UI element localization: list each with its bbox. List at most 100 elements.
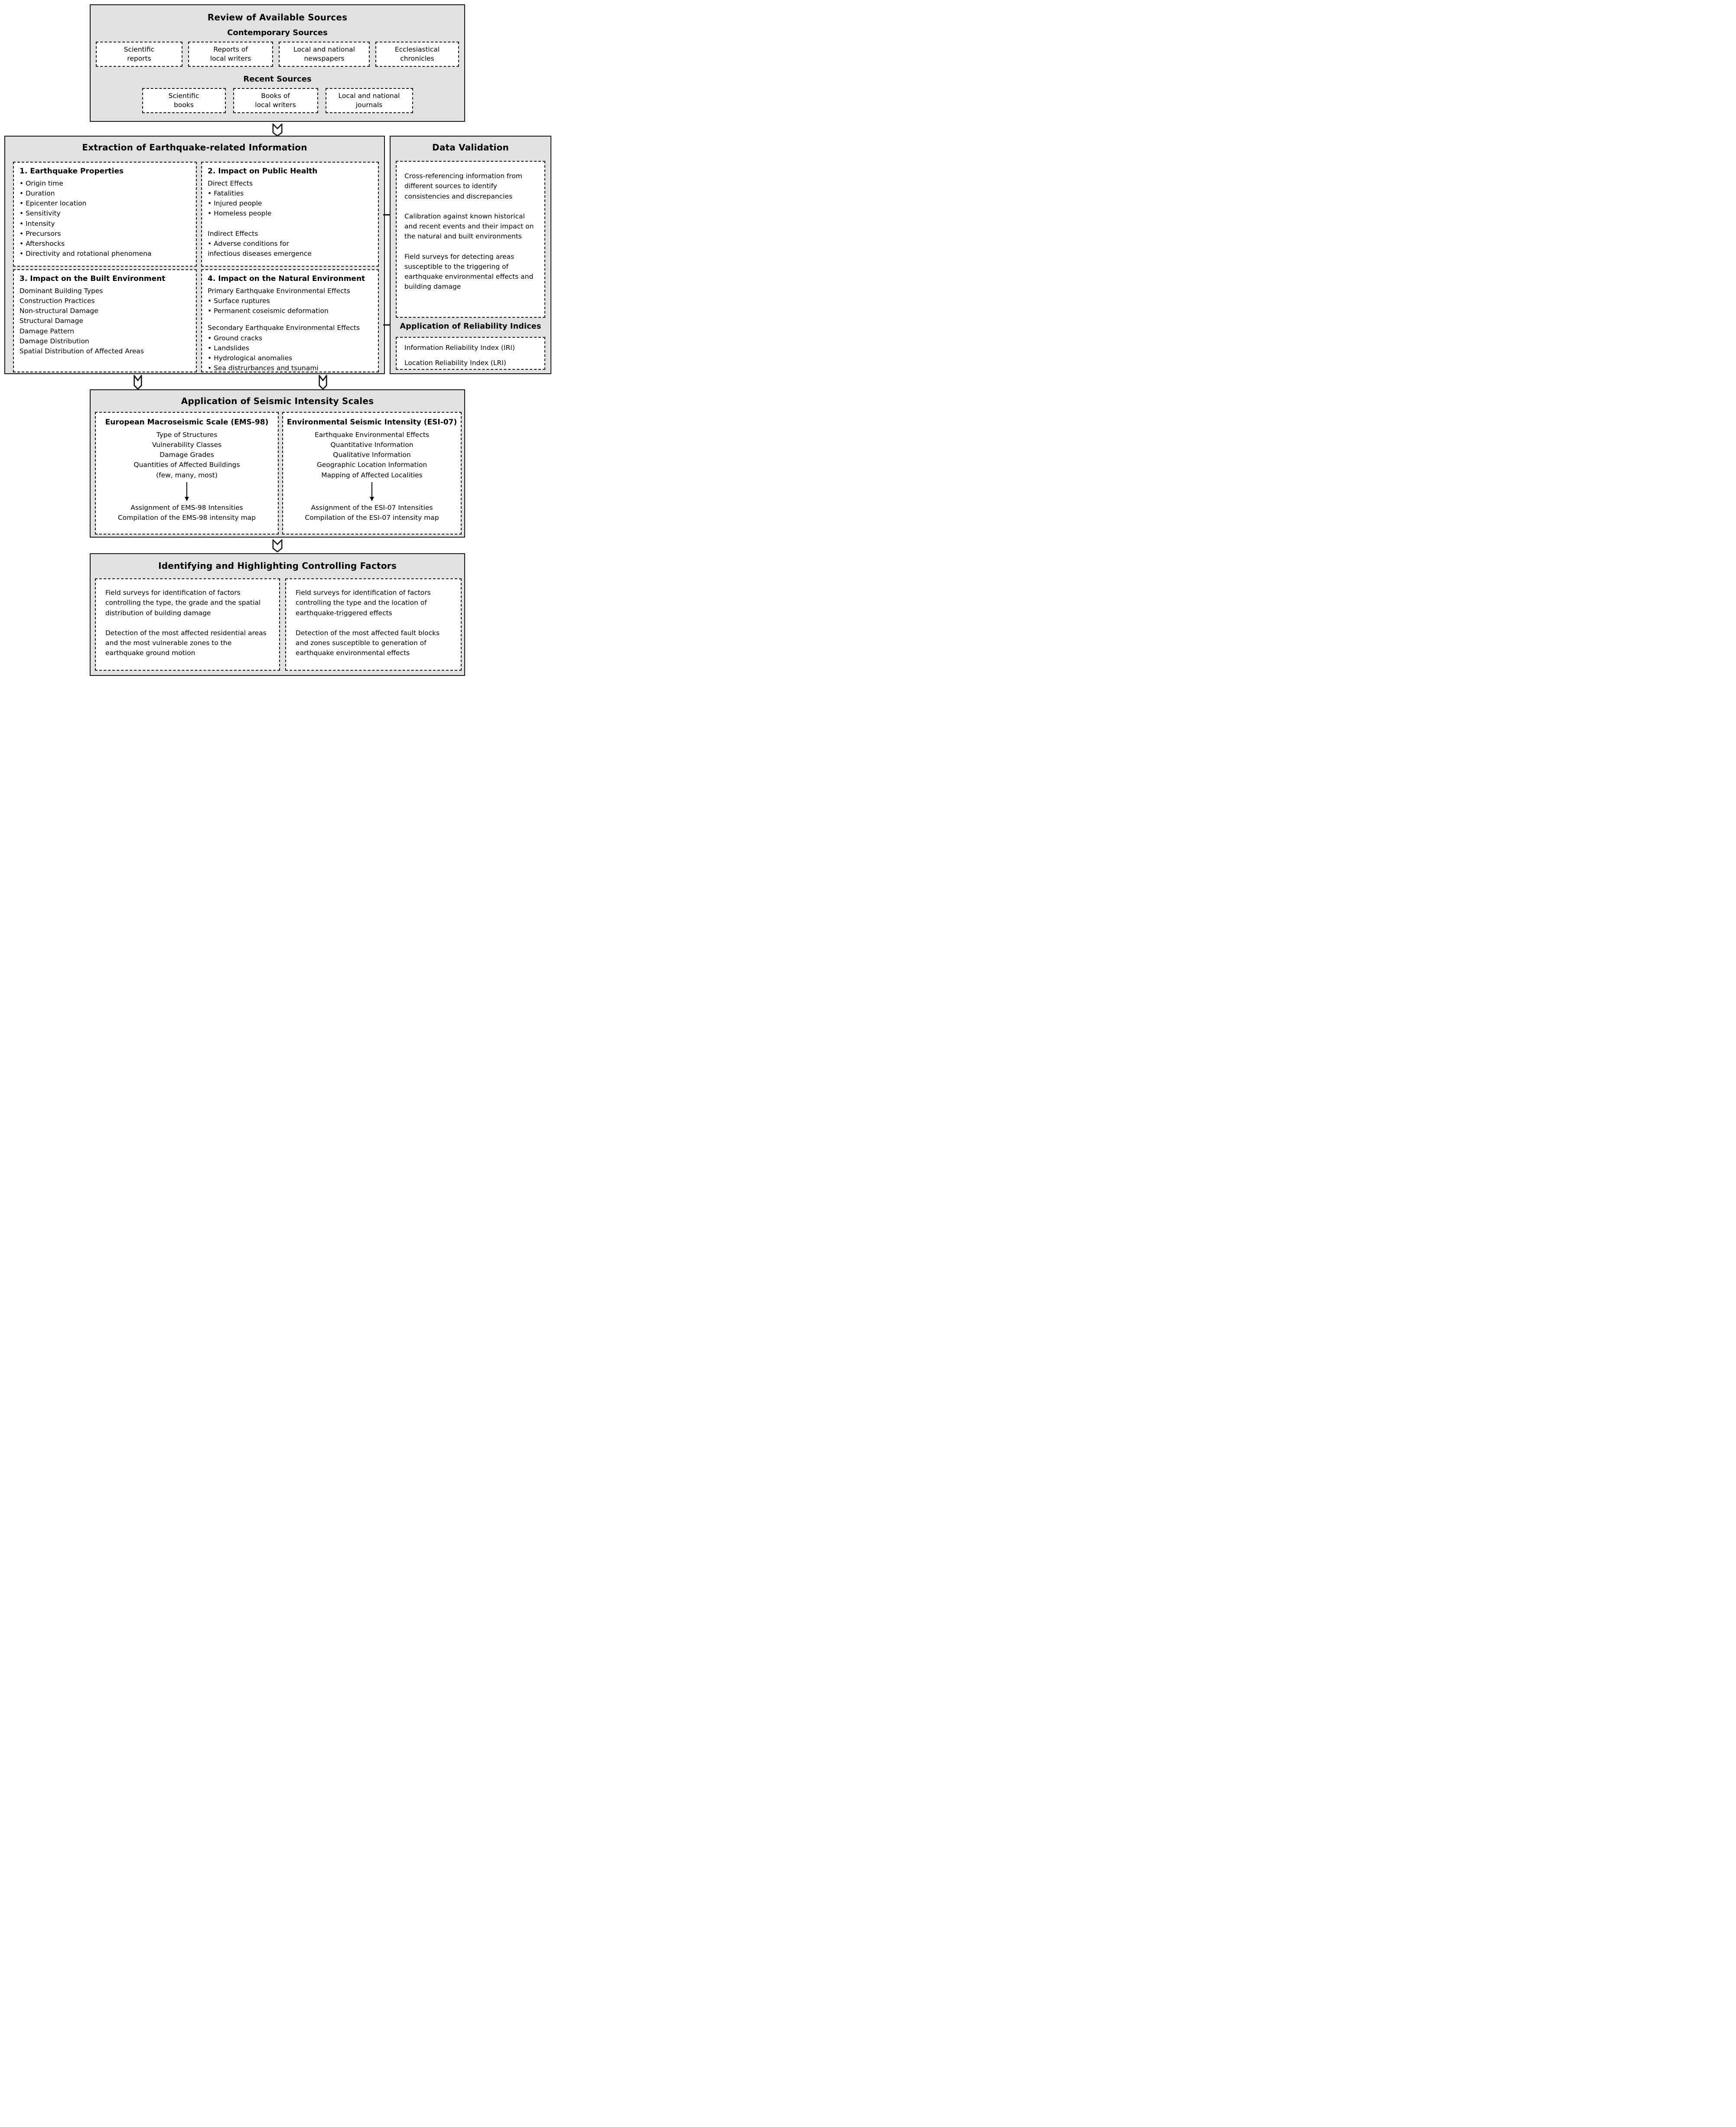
list-item: • Landslides [208, 344, 250, 352]
direct-effects-label: Direct Effects [208, 179, 253, 187]
earthquake-properties-box: 1. Earthquake Properties • Origin time •… [13, 162, 197, 267]
source-box-scientific-books: Scientific books [142, 88, 226, 113]
list-item: • Directivity and rotational phenomena [20, 250, 152, 258]
primary-effects-label: Primary Earthquake Environmental Effects [208, 287, 350, 295]
public-health-heading: 2. Impact on Public Health [208, 167, 318, 176]
data-validation-panel: Data Validation Cross-referencing inform… [390, 136, 551, 374]
source-box-scientific-reports: Scientific reports [96, 42, 182, 67]
list-item: • Sensitivity [20, 209, 61, 218]
list-item: Mapping of Affected Localities [321, 471, 423, 479]
recent-sources-row: Scientific books Books of local writers … [91, 88, 464, 113]
reliability-indices-title: Application of Reliability Indices [400, 322, 541, 331]
validation-paragraph: Calibration against known historical and… [404, 212, 534, 241]
chevron-down-arrow-icon [272, 124, 283, 137]
list-item: Compilation of the EMS-98 intensity map [117, 514, 256, 522]
list-item: Quantities of Affected Buildings [134, 461, 240, 469]
list-item: Non-structural Damage [20, 307, 98, 315]
list-item: • Precursors [20, 229, 61, 238]
recent-sources-heading: Recent Sources [243, 75, 312, 84]
list-item: • Ground cracks [208, 334, 262, 342]
data-validation-box: Cross-referencing information from diffe… [396, 161, 545, 318]
list-item: Compilation of the ESI-07 intensity map [305, 514, 439, 522]
chevron-down-arrow-icon [134, 375, 142, 390]
list-item: • Origin time [20, 179, 63, 187]
list-item: • Sea distrurbances and tsunami [208, 364, 319, 372]
intensity-scales-title: Application of Seismic Intensity Scales [181, 396, 374, 406]
lri-label: Location Reliability Index (LRI) [404, 359, 506, 367]
list-item: • Intensity [20, 219, 55, 228]
contemporary-sources-heading: Contemporary Sources [227, 28, 328, 37]
list-item: Earthquake Environmental Effects [315, 431, 429, 439]
list-item: • Injured people [208, 199, 262, 207]
list-item: (few, many, most) [156, 471, 218, 479]
list-item: Dominant Building Types [20, 287, 103, 295]
list-item: Spatial Distribution of Affected Areas [20, 347, 144, 355]
list-item: • Surface ruptures [208, 297, 270, 305]
ems98-box: European Macroseismic Scale (EMS-98) Typ… [95, 412, 279, 535]
factors-paragraph: Detection of the most affected fault blo… [296, 629, 440, 657]
list-item: • Aftershocks [20, 240, 65, 248]
review-sources-title: Review of Available Sources [207, 12, 348, 23]
controlling-factors-title: Identifying and Highlighting Controlling… [158, 561, 397, 571]
factors-paragraph: Detection of the most affected residenti… [105, 629, 267, 657]
list-item: • Permanent coseismic deformation [208, 307, 329, 315]
chevron-down-arrow-icon [272, 539, 283, 552]
down-arrow-icon [185, 482, 189, 501]
list-item: • Fatalities [208, 189, 244, 197]
list-item: infectious diseases emergence [208, 250, 312, 258]
down-arrow-icon [370, 482, 374, 501]
esi07-box: Environmental Seismic Intensity (ESI-07)… [282, 412, 462, 535]
source-box-newspapers: Local and national newspapers [279, 42, 370, 67]
extraction-title: Extraction of Earthquake-related Informa… [82, 142, 307, 153]
building-damage-factors-box: Field surveys for identification of fact… [95, 578, 280, 671]
environmental-effects-factors-box: Field surveys for identification of fact… [285, 578, 462, 671]
list-item: Vulnerability Classes [152, 440, 222, 449]
indirect-effects-label: Indirect Effects [208, 229, 258, 238]
list-item: Damage Grades [160, 451, 214, 459]
factors-paragraph: Field surveys for identification of fact… [296, 589, 431, 617]
built-environment-heading: 3. Impact on the Built Environment [20, 274, 166, 283]
factors-paragraph: Field surveys for identification of fact… [105, 589, 261, 617]
list-item: • Hydrological anomalies [208, 354, 293, 362]
list-item: Qualitative Information [333, 451, 411, 459]
source-box-local-writer-reports: Reports of local writers [188, 42, 273, 67]
reliability-connector-line [383, 324, 391, 326]
list-item: Quantitative Information [330, 440, 414, 449]
list-item: • Epicenter location [20, 199, 87, 207]
list-item: Assignment of the ESI-07 Intensities [311, 503, 433, 512]
list-item: Geographic Location Information [316, 461, 427, 469]
validation-paragraph: Field surveys for detecting areas suscep… [404, 252, 534, 291]
iri-label: Information Reliability Index (IRI) [404, 344, 515, 352]
contemporary-sources-row: Scientific reports Reports of local writ… [91, 42, 464, 67]
natural-environment-heading: 4. Impact on the Natural Environment [208, 274, 365, 283]
chevron-down-arrow-icon [319, 375, 327, 390]
flowchart-canvas: Review of Available Sources Contemporary… [0, 0, 555, 680]
esi07-heading: Environmental Seismic Intensity (ESI-07) [287, 418, 457, 427]
earthquake-properties-heading: 1. Earthquake Properties [20, 167, 124, 176]
source-box-journals: Local and national journals [325, 88, 413, 113]
list-item: • Homeless people [208, 209, 272, 218]
list-item: Type of Structures [156, 431, 218, 439]
controlling-factors-panel: Identifying and Highlighting Controlling… [90, 553, 465, 676]
ems98-heading: European Macroseismic Scale (EMS-98) [105, 418, 269, 427]
list-item: • Adverse conditions for [208, 239, 289, 248]
extraction-panel: Extraction of Earthquake-related Informa… [4, 136, 385, 374]
list-item: Damage Pattern [20, 327, 75, 335]
built-environment-box: 3. Impact on the Built Environment Domin… [13, 269, 197, 372]
secondary-effects-label: Secondary Earthquake Environmental Effec… [208, 324, 360, 332]
source-box-local-writer-books: Books of local writers [233, 88, 318, 113]
validation-paragraph: Cross-referencing information from diffe… [404, 172, 522, 200]
natural-environment-box: 4. Impact on the Natural Environment Pri… [201, 269, 379, 372]
list-item: Structural Damage [20, 317, 84, 325]
data-validation-title: Data Validation [432, 142, 509, 153]
intensity-scales-panel: Application of Seismic Intensity Scales … [90, 389, 465, 538]
list-item: Assignment of EMS-98 Intensities [130, 503, 243, 512]
source-box-ecclesiastical-chronicles: Ecclesiastical chronicles [375, 42, 459, 67]
validation-connector-line [383, 214, 391, 215]
reliability-indices-box: Information Reliability Index (IRI) Loca… [396, 337, 545, 370]
public-health-box: 2. Impact on Public Health Direct Effect… [201, 162, 379, 267]
review-sources-panel: Review of Available Sources Contemporary… [90, 4, 465, 122]
list-item: Damage Distribution [20, 337, 89, 345]
list-item: • Duration [20, 189, 55, 197]
list-item: Construction Practices [20, 297, 95, 305]
